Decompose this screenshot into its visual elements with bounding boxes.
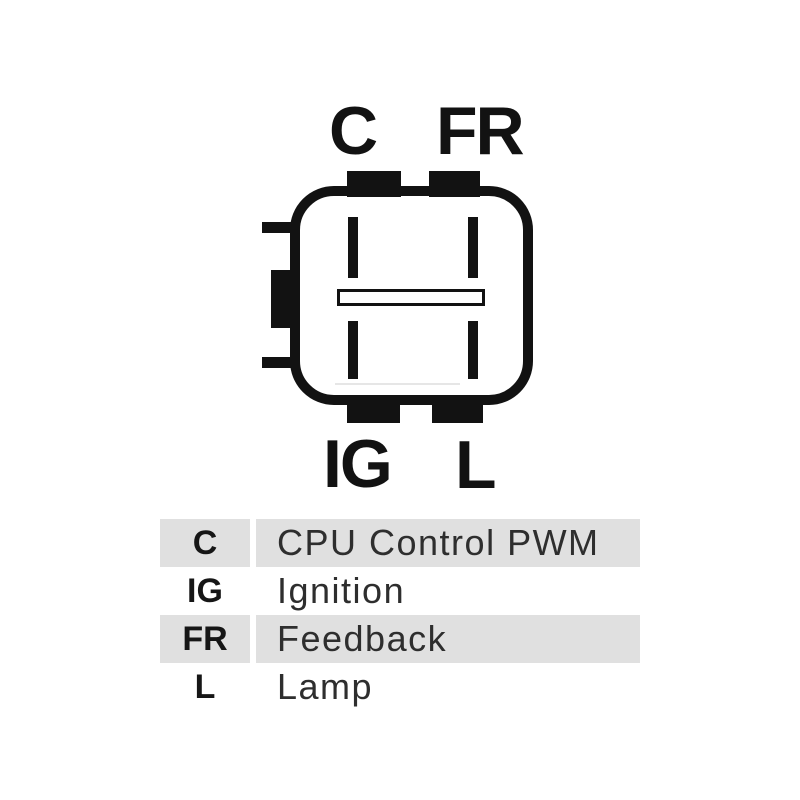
legend-key: C <box>160 519 250 567</box>
legend-key: IG <box>187 571 223 610</box>
pin-legend-table: C CPU Control PWM IG Ignition FR Feedbac… <box>160 519 640 711</box>
connector-body <box>290 186 533 405</box>
connector-side-tab-bottom <box>262 357 294 368</box>
pin-slot-fr <box>468 217 478 278</box>
legend-value: CPU Control PWM <box>256 519 640 567</box>
legend-row-l: L Lamp <box>160 663 640 711</box>
faint-artifact-line <box>335 383 460 385</box>
legend-row-c: C CPU Control PWM <box>160 519 640 567</box>
legend-value: Feedback <box>256 615 640 663</box>
connector-side-tab-top <box>262 222 294 233</box>
legend-row-ig: IG Ignition <box>160 567 640 615</box>
legend-value: Ignition <box>277 570 406 611</box>
pin-slot-ig <box>348 321 358 379</box>
pin-slot-l <box>468 321 478 379</box>
pin-slot-c <box>348 217 358 278</box>
legend-value: Lamp <box>277 666 374 707</box>
center-key-slot <box>337 289 485 306</box>
pin-label-fr: FR <box>436 93 525 169</box>
pin-label-c: C <box>329 93 378 169</box>
legend-row-fr: FR Feedback <box>160 615 640 663</box>
pin-label-l: L <box>455 427 497 503</box>
legend-key: FR <box>160 615 250 663</box>
pin-label-ig: IG <box>323 426 393 502</box>
legend-key: L <box>194 667 216 706</box>
